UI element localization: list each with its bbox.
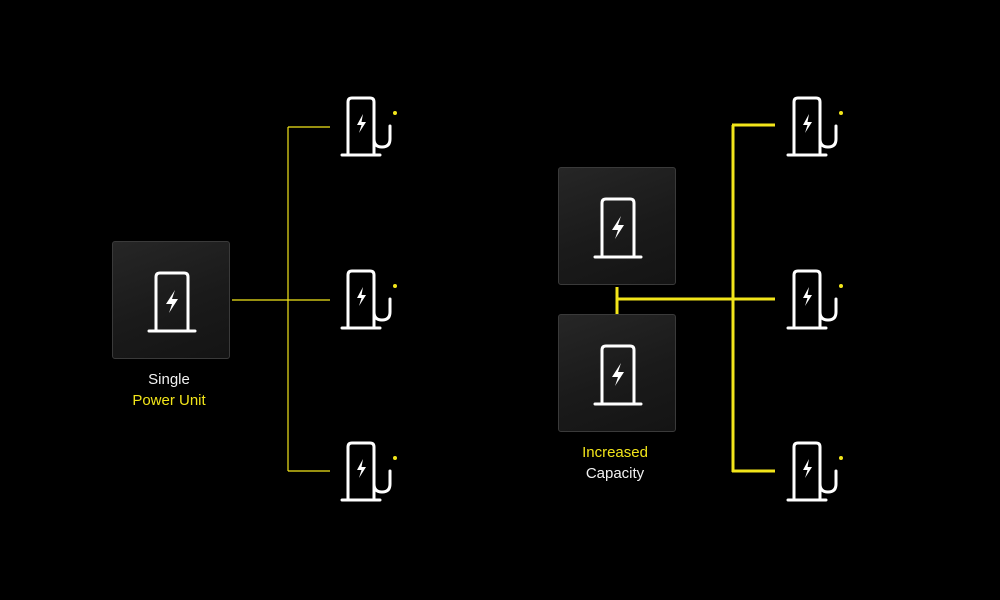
right-connectors bbox=[615, 123, 775, 473]
increased-capacity-label: Increased Capacity bbox=[515, 442, 715, 484]
ev-charger-icon bbox=[786, 96, 843, 157]
label-single: Single bbox=[148, 371, 190, 388]
ev-charger-icon bbox=[340, 96, 397, 157]
left-connectors bbox=[232, 126, 330, 472]
ev-charger-icon bbox=[340, 269, 397, 330]
ev-charger-icon bbox=[786, 441, 843, 502]
power-unit-icon bbox=[147, 271, 197, 333]
ev-charger-icon bbox=[786, 269, 843, 330]
label-increased: Increased bbox=[582, 444, 648, 461]
power-unit-icon bbox=[593, 344, 643, 406]
power-unit-top bbox=[558, 167, 676, 285]
power-unit-icon bbox=[593, 197, 643, 259]
label-power-unit: Power Unit bbox=[132, 392, 206, 409]
single-power-unit bbox=[112, 241, 230, 359]
ev-charger-icon bbox=[340, 441, 397, 502]
single-power-unit-label: Single Power Unit bbox=[69, 369, 269, 411]
label-capacity: Capacity bbox=[585, 465, 645, 482]
power-unit-bottom bbox=[558, 314, 676, 432]
